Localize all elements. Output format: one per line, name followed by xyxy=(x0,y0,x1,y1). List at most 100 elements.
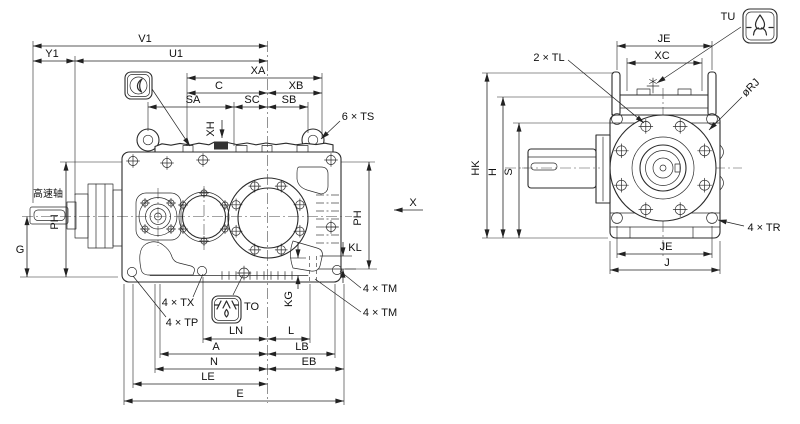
dim-label-je-top: JE xyxy=(658,33,671,45)
callout-label-tp: 4 × TP xyxy=(166,317,199,329)
dim-label-j: J xyxy=(664,257,670,269)
dim-label-h: H xyxy=(487,168,499,176)
dim-label-xh: XH xyxy=(205,121,217,136)
dim-l: L xyxy=(267,325,311,342)
dim-ph-left: PH xyxy=(49,161,69,278)
dim-kg: KG xyxy=(283,242,301,307)
callout-label-rj: øRJ xyxy=(740,77,763,100)
dim-sc: SC xyxy=(233,94,268,110)
input-shaft xyxy=(29,183,123,249)
dim-label-kl: KL xyxy=(348,242,361,254)
callout-tr: 4 × TR xyxy=(717,219,781,234)
base-feet xyxy=(127,255,342,281)
dim-label-ph-left: PH xyxy=(49,214,61,229)
callout-tx: 4 × TX xyxy=(162,273,204,309)
dim-kl: KL xyxy=(340,242,362,283)
side-view xyxy=(505,71,742,258)
callout-tp: 4 × TP xyxy=(132,275,199,329)
callout-label-ts: 6 × TS xyxy=(342,111,375,123)
dim-lb: LB xyxy=(267,341,336,357)
dim-label-je-bottom: JE xyxy=(660,241,673,253)
dim-le: LE xyxy=(132,371,268,387)
dim-c: C xyxy=(186,80,268,96)
drain-icon: TO xyxy=(211,274,260,324)
dim-eb: EB xyxy=(267,356,345,372)
dim-label-hk: HK xyxy=(470,160,482,176)
key-block xyxy=(214,141,228,150)
dim-u1: U1 xyxy=(74,48,268,64)
shaft-keyway-side xyxy=(530,162,558,171)
dim-label-ph-right: PH xyxy=(352,210,364,225)
callout-label-to: TO xyxy=(244,301,260,313)
dim-a: A xyxy=(159,341,268,357)
callout-label-tr: 4 × TR xyxy=(747,222,780,234)
dim-n: N xyxy=(154,356,268,372)
callout-label-tm-1: 4 × TM xyxy=(363,283,397,295)
dim-label-y1: Y1 xyxy=(45,48,58,60)
output-bore xyxy=(227,177,309,259)
dim-y1: Y1 xyxy=(32,48,76,64)
sight-glass-icon xyxy=(124,71,191,147)
dim-je-top: JE xyxy=(616,33,713,49)
dim-label-a: A xyxy=(212,341,220,353)
dim-label-n: N xyxy=(210,356,218,368)
breather-plug xyxy=(646,77,660,94)
dim-je-bottom: JE xyxy=(616,241,713,257)
dim-g: G xyxy=(16,216,30,278)
callout-label-tx: 4 × TX xyxy=(162,297,195,309)
dim-label-xb: XB xyxy=(289,80,304,92)
dim-label-c: C xyxy=(215,80,223,92)
dim-label-xa: XA xyxy=(251,65,266,77)
dim-xa: XA xyxy=(186,65,323,81)
dim-hk: HK xyxy=(470,72,490,239)
dim-label-le: LE xyxy=(201,371,214,383)
dim-label-sa: SA xyxy=(186,94,201,106)
dim-ln: LN xyxy=(202,325,268,342)
stud-right xyxy=(707,71,717,117)
dim-label-sc: SC xyxy=(244,94,259,106)
callout-rj: øRJ xyxy=(708,77,763,131)
housing-top-details xyxy=(182,141,309,153)
extension-lines-front xyxy=(20,41,377,405)
dim-label-kg: KG xyxy=(283,291,295,307)
dim-label-eb: EB xyxy=(302,356,317,368)
cast-pockets xyxy=(139,166,329,276)
dim-v1: V1 xyxy=(32,33,268,49)
side-view-dimensions: JE XC HK H S JE J 2 × TL xyxy=(470,33,781,274)
dim-label-u1: U1 xyxy=(169,48,183,60)
dim-sb: SB xyxy=(267,94,309,110)
dim-xc: XC xyxy=(626,50,703,66)
dim-label-xc: XC xyxy=(654,50,669,62)
high-speed-shaft-label: 高速轴 xyxy=(33,187,63,200)
dim-xh: XH xyxy=(205,120,225,139)
front-view xyxy=(22,41,352,403)
dim-xb: XB xyxy=(267,80,323,96)
dim-j: J xyxy=(609,257,721,273)
callout-label-tu: TU xyxy=(721,11,736,23)
output-flange xyxy=(609,114,717,222)
dim-label-sb: SB xyxy=(282,94,297,106)
output-shaft xyxy=(522,134,611,204)
dim-label-s: S xyxy=(503,168,515,175)
callout-label-tm-2: 4 × TM xyxy=(363,307,397,319)
middle-bore xyxy=(178,188,230,246)
dim-label-g: G xyxy=(16,244,25,256)
dim-label-l: L xyxy=(288,325,294,337)
breather-icon: TU xyxy=(656,8,778,84)
dim-label-v1: V1 xyxy=(138,33,151,45)
dim-h: H xyxy=(487,96,506,239)
front-view-dimensions: V1 Y1 U1 XA C XB SA SC xyxy=(16,33,397,405)
callout-tl: 2 × TL xyxy=(533,52,645,124)
callout-label-tl: 2 × TL xyxy=(533,52,564,64)
dim-ph-right: PH xyxy=(352,161,372,270)
input-flange xyxy=(135,192,182,241)
dim-s: S xyxy=(503,122,522,239)
dim-label-e: E xyxy=(236,388,243,400)
view-direction-x: X xyxy=(393,197,423,213)
dim-e: E xyxy=(123,388,345,404)
dim-label-ln: LN xyxy=(229,325,243,337)
callout-tm-2: 4 × TM xyxy=(314,278,397,319)
dim-sa: SA xyxy=(147,94,235,110)
callout-tm-1: 4 × TM xyxy=(339,270,397,295)
